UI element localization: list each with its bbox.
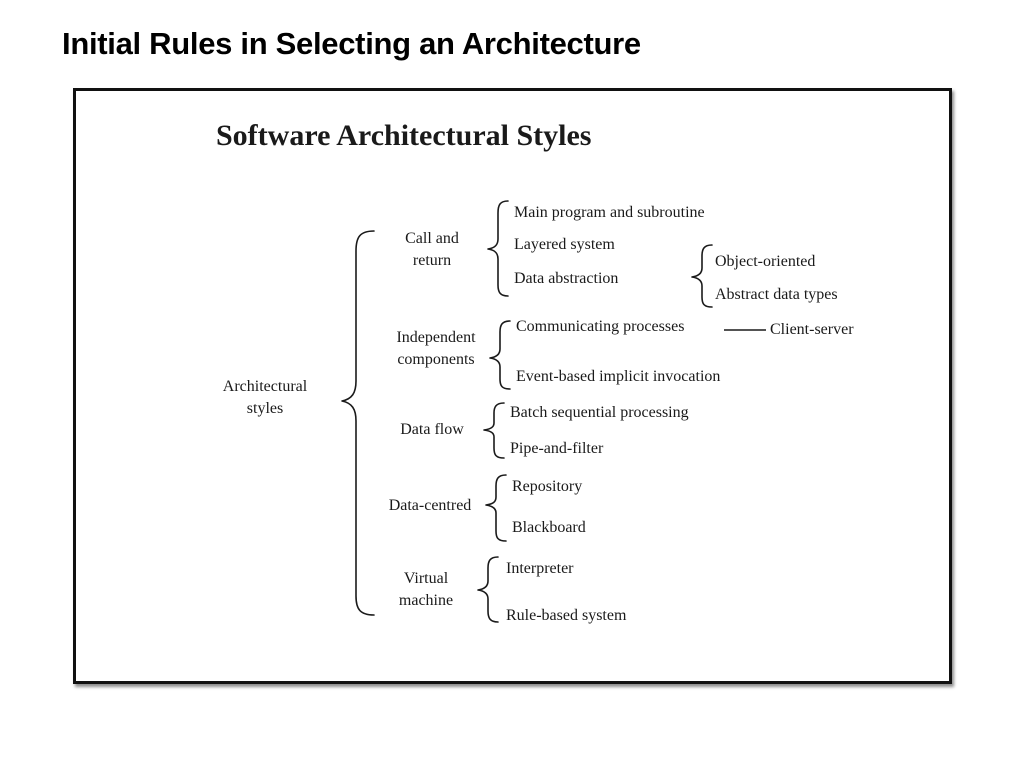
client-server-label: Client-server <box>770 321 854 338</box>
root-label-line2: styles <box>247 400 283 417</box>
data-abstraction-brace <box>691 244 713 308</box>
root-label-line1: Architectural <box>223 378 308 395</box>
virtual-machine-label-line1: Virtual <box>404 570 449 587</box>
data-flow-label: Data flow <box>400 421 464 438</box>
call-return-label-line2: return <box>413 252 451 269</box>
slide-title: Initial Rules in Selecting an Architectu… <box>62 26 641 61</box>
virtual-machine-brace <box>477 556 499 623</box>
independent-components-item-2: Event-based implicit invocation <box>516 368 720 385</box>
data-centred-item-2: Blackboard <box>512 519 586 536</box>
call-return-label-line1: Call and <box>405 230 459 247</box>
data-flow-item-2: Pipe-and-filter <box>510 440 604 457</box>
root-brace <box>341 230 375 616</box>
call-return-item-2: Layered system <box>514 236 615 253</box>
data-centred-label: Data-centred <box>389 497 472 514</box>
data-flow-item-1: Batch sequential processing <box>510 404 689 421</box>
data-abstraction-item-2: Abstract data types <box>715 286 838 303</box>
data-abstraction-item-1: Object-oriented <box>715 253 815 270</box>
independent-components-brace <box>489 320 511 390</box>
independent-components-label-line1: Independent <box>396 329 476 346</box>
virtual-machine-label-line2: machine <box>399 592 453 609</box>
data-flow-brace <box>483 402 505 459</box>
independent-components-item-1: Communicating processes <box>516 318 684 335</box>
call-return-brace <box>487 200 509 297</box>
figure-frame: Software Architectural Styles Architectu… <box>73 88 952 684</box>
figure-title: Software Architectural Styles <box>216 119 591 152</box>
independent-components-label-line2: components <box>397 351 474 368</box>
architecture-styles-diagram: Software Architectural Styles Architectu… <box>216 119 854 624</box>
virtual-machine-item-2: Rule-based system <box>506 607 627 624</box>
virtual-machine-item-1: Interpreter <box>506 560 574 577</box>
call-return-item-1: Main program and subroutine <box>514 204 705 221</box>
data-centred-item-1: Repository <box>512 478 582 495</box>
call-return-item-3: Data abstraction <box>514 270 618 287</box>
data-centred-brace <box>485 474 507 542</box>
